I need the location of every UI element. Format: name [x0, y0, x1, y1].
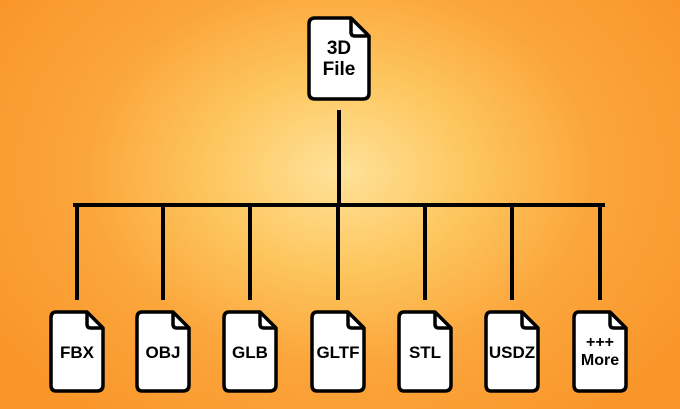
document-icon — [572, 310, 628, 393]
format-label: USDZ — [484, 343, 540, 362]
document-icon — [397, 310, 453, 393]
document-icon — [484, 310, 540, 393]
format-label: FBX — [49, 343, 105, 362]
document-icon — [49, 310, 105, 393]
format-node-obj: OBJ — [135, 310, 191, 393]
format-label-line: +++ — [585, 334, 615, 351]
format-label-line: STL — [408, 343, 442, 362]
format-node-more: +++ More — [572, 310, 628, 393]
document-icon — [310, 310, 366, 393]
format-node-fbx: FBX — [49, 310, 105, 393]
format-label: STL — [397, 343, 453, 362]
format-label: GLTF — [310, 343, 366, 362]
format-node-gltf: GLTF — [310, 310, 366, 393]
format-label-line: More — [580, 351, 620, 369]
format-label-line: FBX — [60, 343, 94, 362]
format-label: GLB — [222, 343, 278, 362]
format-label: +++ More — [572, 334, 628, 369]
document-icon — [135, 310, 191, 393]
root-file-label: 3D File — [307, 38, 371, 81]
format-label-line: GLTF — [316, 343, 360, 362]
format-node-stl: STL — [397, 310, 453, 393]
format-label: OBJ — [135, 343, 191, 362]
format-node-glb: GLB — [222, 310, 278, 393]
root-label-line: File — [322, 59, 356, 81]
root-file-node: 3D File — [307, 16, 371, 101]
format-label-line: GLB — [232, 343, 268, 362]
document-icon — [307, 16, 371, 101]
format-label-line: USDZ — [488, 343, 536, 362]
format-node-usdz: USDZ — [484, 310, 540, 393]
document-icon — [222, 310, 278, 393]
format-label-line: OBJ — [145, 343, 181, 362]
root-label-line: 3D — [326, 38, 352, 59]
